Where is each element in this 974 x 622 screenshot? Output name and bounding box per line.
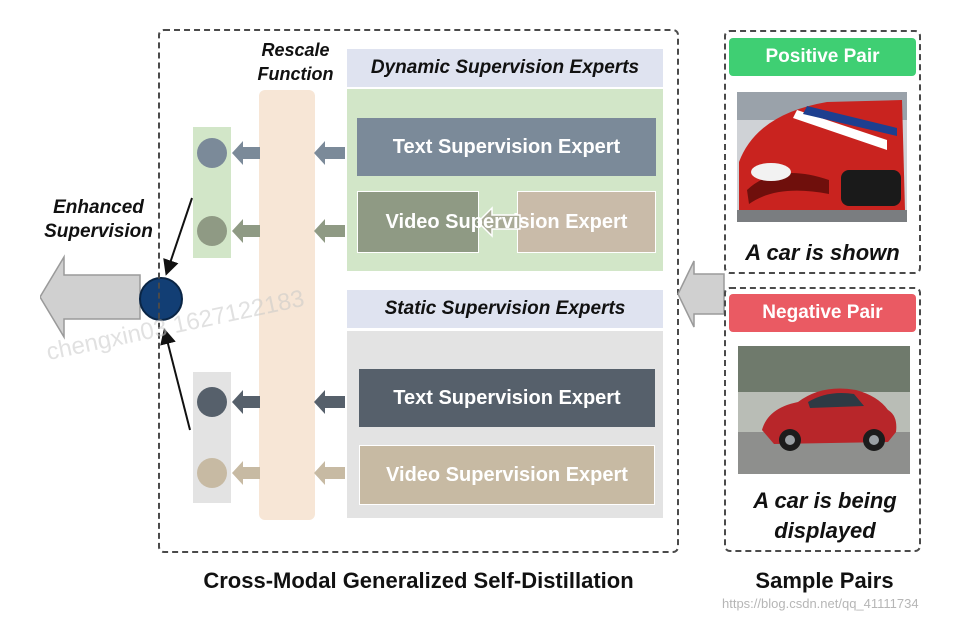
output-node bbox=[139, 277, 183, 321]
dynamic-video-output-node bbox=[197, 216, 227, 246]
positive-car-image bbox=[737, 92, 907, 222]
negative-pair-box bbox=[724, 287, 921, 552]
static-text-expert: Text Supervision Expert bbox=[359, 369, 655, 427]
self-distillation-box bbox=[158, 29, 679, 553]
flow-arrows bbox=[232, 141, 345, 485]
rescale-function-bar bbox=[259, 90, 315, 520]
watermark-site: https://blog.csdn.net/qq_41111734 bbox=[722, 596, 919, 611]
static-video-expert: Video Supervision Expert bbox=[359, 445, 655, 505]
negative-pair-badge: Negative Pair bbox=[729, 294, 916, 332]
dynamic-video-expert-label: Video Supervision Expert bbox=[385, 210, 628, 233]
dynamic-video-expert-left bbox=[357, 191, 479, 253]
static-video-output-node bbox=[197, 458, 227, 488]
dynamic-video-expert-right bbox=[517, 191, 656, 253]
rescale-function-label: Rescale Function bbox=[257, 40, 334, 84]
merge-arrows bbox=[160, 197, 193, 431]
negative-pair-text: A car is being displayed bbox=[753, 488, 897, 543]
positive-pair-box bbox=[724, 30, 921, 274]
sample-pairs-caption: Sample Pairs bbox=[755, 568, 894, 593]
main-caption: Cross-Modal Generalized Self-Distillatio… bbox=[203, 568, 634, 593]
negative-car-image bbox=[738, 346, 910, 474]
static-experts-title: Static Supervision Experts bbox=[347, 290, 663, 328]
video-internal-arrow bbox=[476, 206, 521, 238]
dynamic-experts-title: Dynamic Supervision Experts bbox=[347, 49, 663, 87]
dynamic-text-output-node bbox=[197, 138, 227, 168]
sample-input-arrow bbox=[677, 260, 725, 328]
enhanced-supervision-label: Enhanced Supervision bbox=[44, 197, 153, 242]
positive-pair-text: A car is shown bbox=[745, 240, 900, 265]
positive-pair-badge: Positive Pair bbox=[729, 38, 916, 76]
dynamic-text-expert: Text Supervision Expert bbox=[357, 118, 656, 176]
static-text-output-node bbox=[197, 387, 227, 417]
